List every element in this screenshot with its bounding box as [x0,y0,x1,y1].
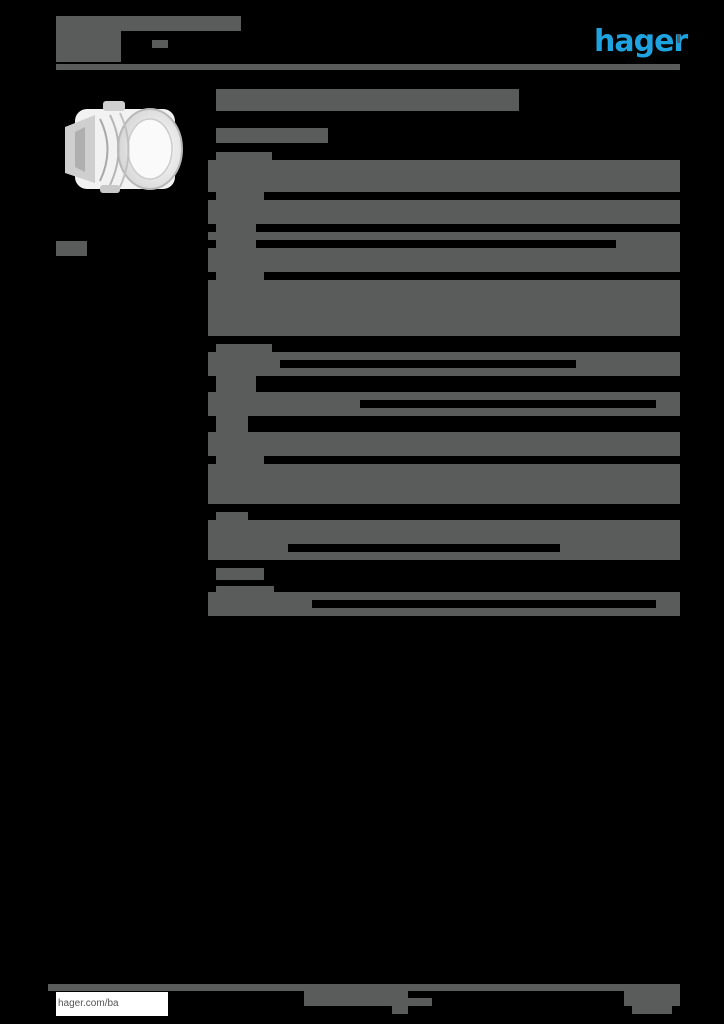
section-2-rows [208,200,680,224]
section-4-heading-redacted [216,344,272,354]
section-3-label-col [216,272,264,280]
product-title-redacted [216,89,519,111]
section-2-label-col [216,224,256,232]
section-2-label-col [216,192,264,202]
section-6-rows [208,464,680,504]
section-2-row-right [616,240,680,248]
footer-page-info-redacted [624,990,680,1006]
header-rule [56,64,680,70]
section-2-label-col [216,240,256,248]
section-8-heading-redacted [216,568,264,580]
section-6-heading-redacted [216,456,264,464]
section-7-row [208,520,680,544]
section-3-rows [208,280,680,336]
section-8-row-left [208,600,312,608]
section-6-row [208,432,680,456]
footer-center-text-redacted [304,990,408,998]
footer-center-text-redacted [304,998,432,1006]
section-4-row-left [208,360,280,368]
sidebar-label-redacted [56,241,87,256]
section-8-row-right [656,600,680,608]
header-subtitle-redacted [56,31,121,62]
section-7-row-left [208,544,288,552]
footer-page-info-redacted [632,1006,672,1014]
section-7-row-right [560,544,680,552]
product-subtitle-redacted [216,128,328,143]
website-link[interactable]: hager.com/ba [56,992,168,1016]
section-4-row-right [576,360,680,368]
header-title-redacted [56,16,241,31]
section-5-row [208,392,680,400]
logo-mark [677,34,680,43]
footer-rule [48,984,680,991]
header-small-redacted [152,40,168,48]
section-5-row-right [656,400,680,408]
section-2-rows [208,248,680,272]
section-1-heading-redacted [216,152,272,162]
section-7-heading-redacted [216,512,248,522]
footer-center-text-redacted [392,1006,408,1014]
section-5-row [208,408,680,416]
section-8-subheading-redacted [216,586,274,594]
section-2-rows [208,232,680,240]
section-8-row [208,608,680,616]
product-image [65,101,183,193]
section-7-row [208,552,680,560]
section-6-heading-redacted [216,416,248,432]
section-5-heading-redacted [216,376,256,392]
section-8-row [208,592,680,600]
brand-logo: hager [594,24,688,59]
section-4-row [208,352,680,360]
section-5-row-left [208,400,360,408]
section-1-row [208,160,680,192]
section-4-row [208,368,680,376]
